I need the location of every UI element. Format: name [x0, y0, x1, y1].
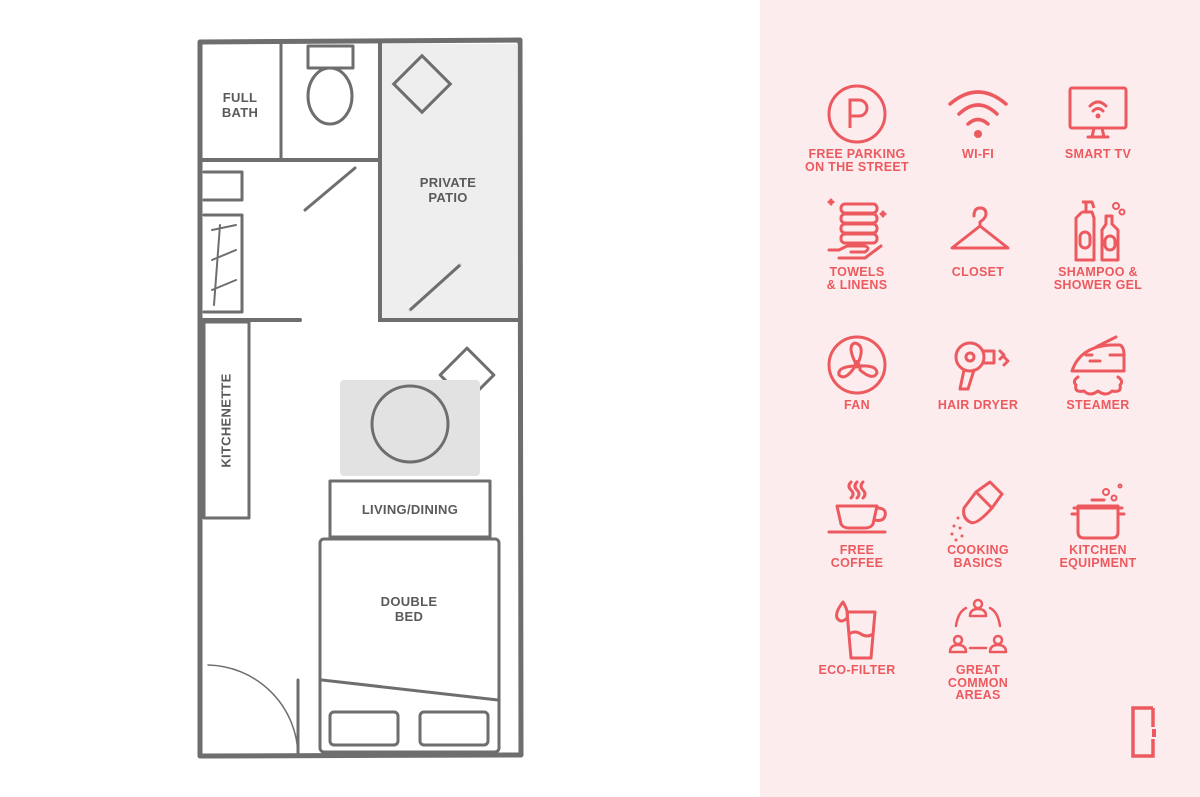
- room-label-full-bath: FULL BATH: [205, 90, 275, 120]
- room-label-line: PRIVATE: [419, 175, 477, 190]
- cabinet: [202, 170, 244, 202]
- sofa: [328, 479, 492, 539]
- amenity-label: ECO-FILTER: [818, 663, 896, 677]
- salt-shaker-icon: [950, 480, 1004, 542]
- room-label-double-bed: DOUBLE BED: [349, 594, 469, 624]
- parking-icon: [827, 84, 887, 144]
- steamer-icon: [1070, 335, 1126, 396]
- amenity-shampoo: SHAMPOO &SHOWER GEL: [1028, 196, 1168, 291]
- amenity-label: GREAT: [955, 663, 1001, 677]
- cooking-pot-icon: [1070, 483, 1126, 540]
- room-label-line: KITCHENETTE: [218, 373, 234, 468]
- kitchenette-counter: [202, 320, 251, 520]
- amenity-label: & LINENS: [826, 277, 888, 292]
- amenity-hair-dryer: HAIR DRYER: [908, 333, 1048, 412]
- amenity-wifi: WI-FI: [908, 82, 1048, 161]
- toilet-bowl: [306, 66, 354, 126]
- amenity-label: COMMON: [947, 675, 1009, 690]
- room-label-line: FULL: [222, 90, 258, 105]
- amenity-label: ON THE STREET: [805, 159, 909, 174]
- amenity-label: SHAMPOO &: [1058, 265, 1138, 279]
- amenity-label: WI-FI: [961, 147, 995, 161]
- amenity-label: AREAS: [955, 688, 1001, 702]
- smart-tv-icon: [1068, 86, 1128, 139]
- amenity-label: SHOWER GEL: [1053, 277, 1143, 292]
- room-label-kitchenette: KITCHENETTE: [219, 361, 234, 481]
- amenity-label: COOKING: [947, 543, 1009, 557]
- amenity-towels: TOWELS& LINENS: [787, 196, 927, 291]
- room-label-line: PATIO: [428, 190, 468, 205]
- amenity-closet: CLOSET: [908, 196, 1048, 279]
- coffee-cup-icon: [827, 480, 887, 534]
- entry-door-swing: [207, 664, 299, 756]
- hair-dryer-icon: [954, 341, 1010, 391]
- amenity-label: TOWELS: [829, 265, 885, 279]
- towels-icon: [827, 198, 887, 260]
- fan-icon: [827, 335, 887, 395]
- amenity-label: HAIR DRYER: [937, 398, 1019, 412]
- room-label-line: BED: [394, 609, 424, 624]
- door-logo-icon: [1131, 706, 1156, 758]
- room-label-line: DOUBLE: [380, 594, 438, 609]
- room-label-line: BATH: [221, 105, 259, 120]
- room-label-living-dining: LIVING/DINING: [330, 502, 490, 517]
- amenity-label: EQUIPMENT: [1059, 555, 1137, 570]
- dining-rug: [340, 380, 480, 476]
- floor-plan-drawing: [197, 37, 524, 759]
- amenity-label: FREE PARKING: [808, 147, 906, 161]
- amenity-fan: FAN: [787, 333, 927, 412]
- amenity-eco-filter: ECO-FILTER: [787, 598, 927, 677]
- amenity-label: FAN: [844, 398, 870, 412]
- outer-wall: [197, 37, 524, 759]
- amenity-steamer: STEAMER: [1028, 333, 1168, 412]
- pillow: [328, 710, 400, 747]
- amenity-label: BASICS: [953, 555, 1003, 570]
- pillow: [418, 710, 490, 747]
- amenity-label: FREE: [839, 543, 875, 557]
- toilet-tank: [306, 44, 355, 70]
- shampoo-bottles-icon: [1074, 200, 1126, 262]
- room-label-private-patio: PRIVATE PATIO: [388, 175, 508, 205]
- community-people-icon: [948, 598, 1008, 654]
- amenity-label: KITCHEN: [1069, 543, 1127, 557]
- amenity-label: STEAMER: [1066, 398, 1130, 412]
- dining-table: [370, 384, 450, 464]
- floor-plan: FULL BATH PRIVATE PATIO KITCHENETTE LIVI…: [197, 37, 524, 759]
- amenity-label: SMART TV: [1064, 147, 1132, 161]
- amenity-label: CLOSET: [951, 265, 1005, 279]
- hanger-icon: [950, 206, 1010, 250]
- amenity-smart-tv: SMART TV: [1028, 82, 1168, 161]
- closet-shelf: [202, 213, 244, 314]
- wifi-icon: [948, 90, 1008, 138]
- amenity-label: COFFEE: [830, 555, 884, 570]
- room-label-line: LIVING/DINING: [361, 502, 459, 517]
- water-glass-icon: [835, 600, 877, 660]
- double-bed: [318, 537, 501, 754]
